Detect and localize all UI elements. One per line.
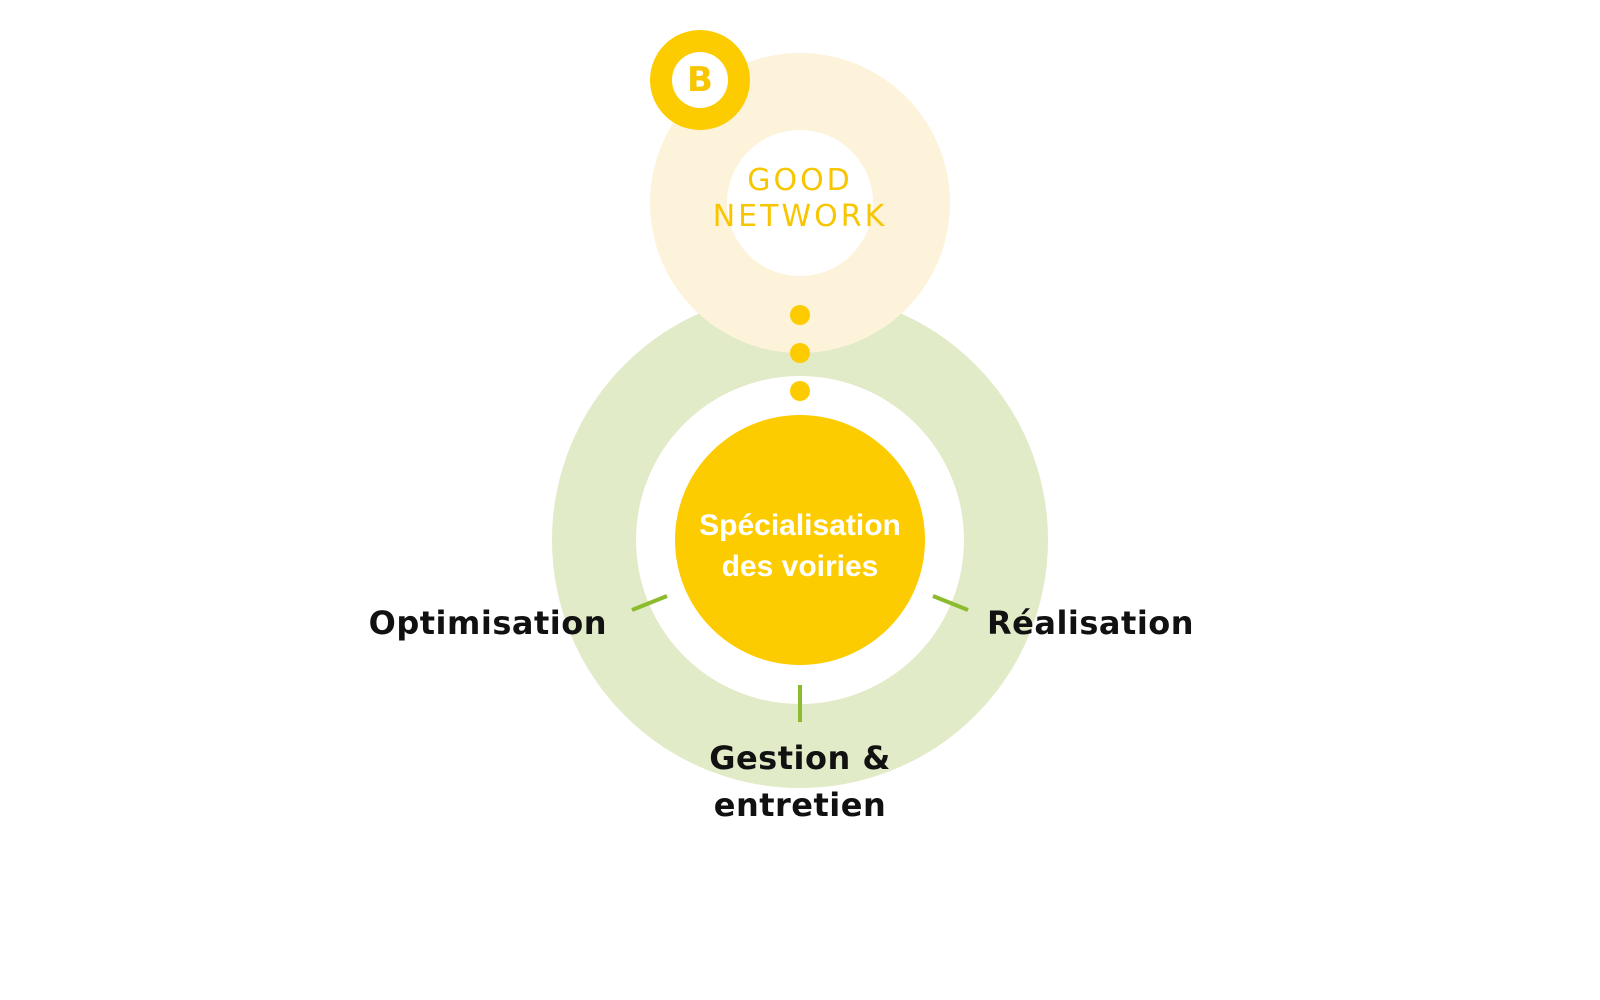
label-optimisation: Optimisation [368, 604, 607, 642]
tick-left [631, 594, 668, 612]
label-gestion: Gestion & entretien [650, 735, 950, 829]
label-realisation: Réalisation [987, 604, 1195, 642]
tick-right [932, 594, 969, 612]
center-circle [675, 415, 925, 665]
good-network-line2: NETWORK [712, 199, 888, 234]
center-label: Spécialisation des voiries [675, 505, 925, 587]
badge-letter: B [687, 60, 713, 100]
connector-dot [790, 343, 810, 363]
good-network-line1: GOOD [747, 163, 853, 198]
center-line1: Spécialisation [699, 509, 901, 542]
connector-dot [790, 381, 810, 401]
label-gestion-line2: entretien [713, 786, 887, 824]
good-network-label: GOOD NETWORK [700, 163, 900, 235]
top-circle-inner [727, 130, 873, 276]
center-line2: des voiries [721, 550, 879, 583]
connector-dot [790, 305, 810, 325]
label-gestion-line1: Gestion & [709, 739, 891, 777]
badge-inner [672, 52, 728, 108]
